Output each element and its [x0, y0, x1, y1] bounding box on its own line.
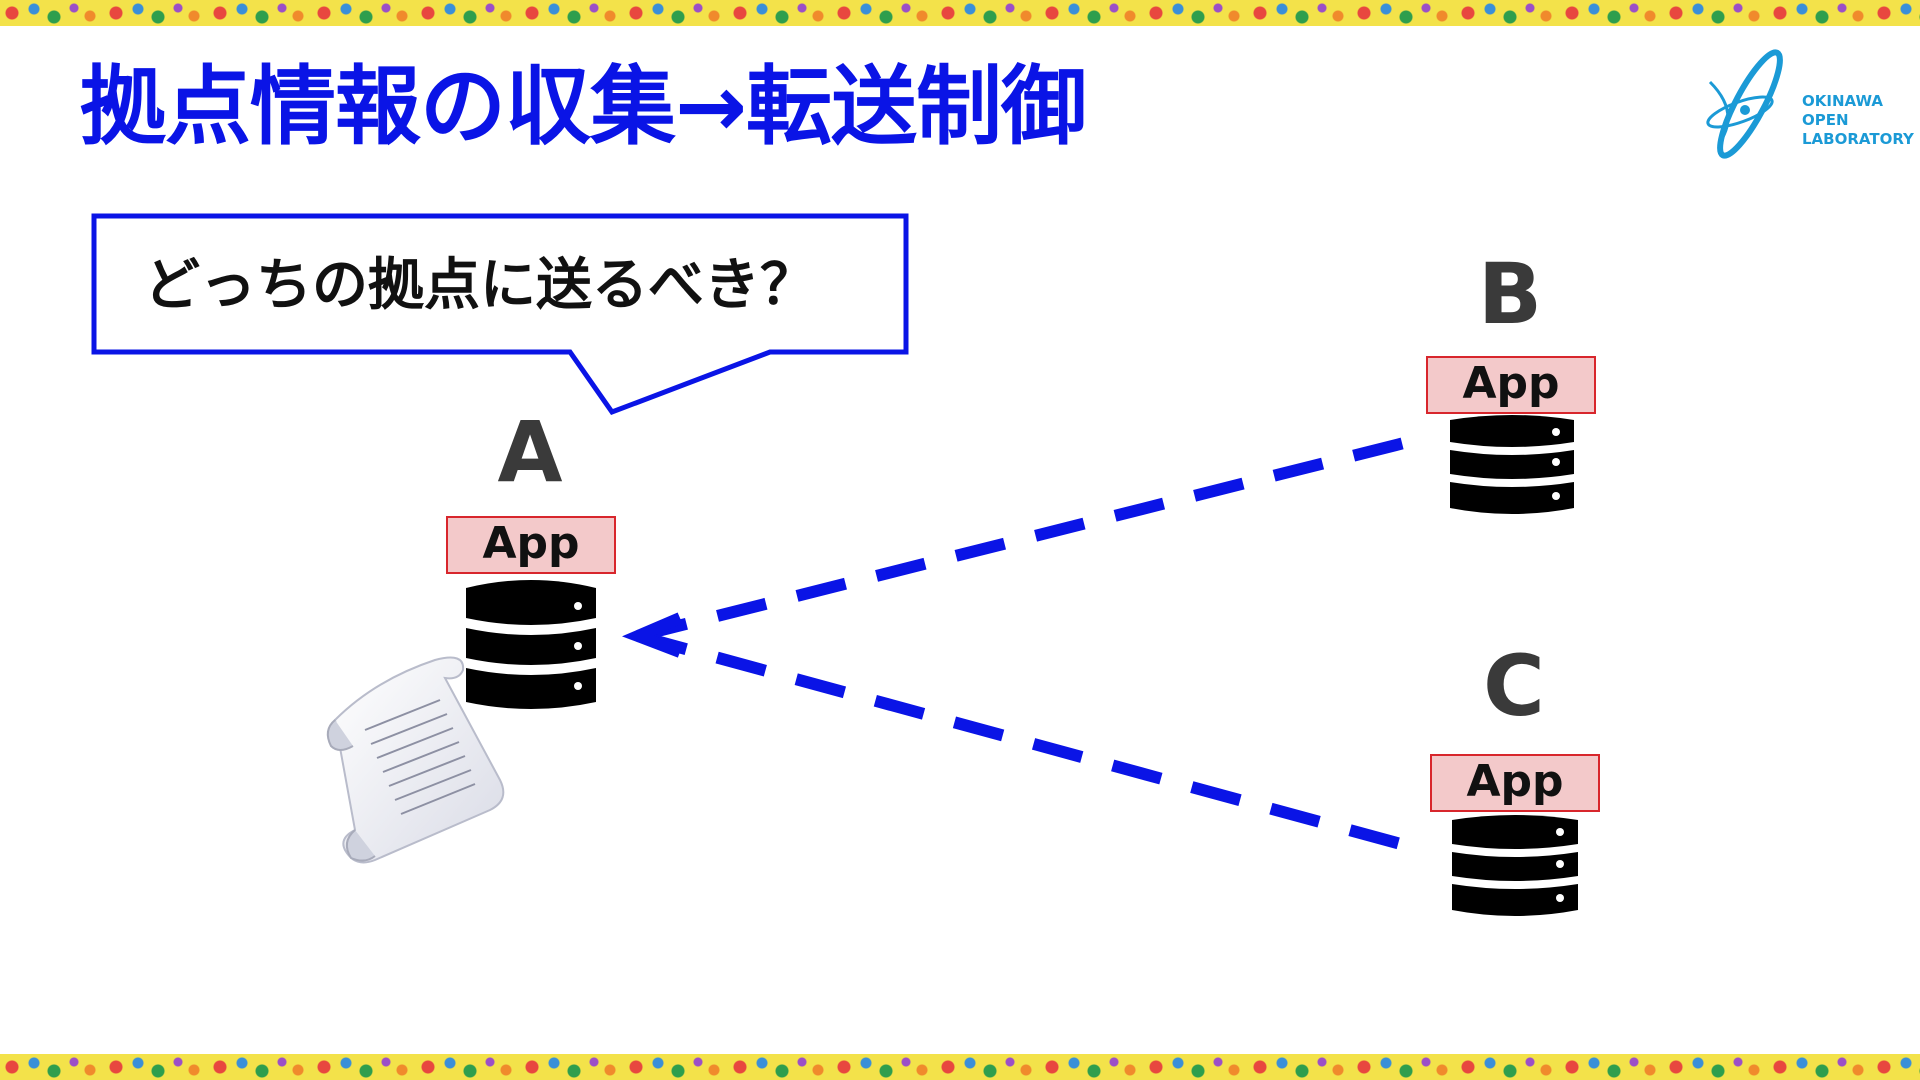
- app-box-c: App: [1430, 754, 1600, 812]
- node-a: A App: [446, 410, 626, 720]
- logo-line-1: OKINAWA: [1802, 92, 1883, 110]
- app-box-b: App: [1426, 356, 1596, 414]
- link-a-c: [636, 630, 1410, 852]
- node-c: C App: [1430, 644, 1610, 924]
- speech-bubble: [91, 213, 909, 416]
- node-label-a: A: [497, 403, 563, 501]
- logo-icon: [1706, 49, 1783, 159]
- document-scroll-icon: [326, 656, 505, 864]
- logo-line-3: LABORATORY: [1802, 130, 1914, 148]
- app-box-a: App: [446, 516, 616, 574]
- link-a-b: [636, 436, 1410, 642]
- server-icon: [1450, 415, 1574, 514]
- node-label-b: B: [1477, 245, 1543, 343]
- server-icon: [466, 580, 596, 709]
- okinawa-open-laboratory-logo: OKINAWA OPEN LABORATORY: [1700, 42, 1914, 172]
- decorative-border-top: [0, 0, 1920, 26]
- slide-title: 拠点情報の収集→転送制御: [80, 57, 1087, 157]
- logo-line-2: OPEN: [1802, 111, 1849, 129]
- node-b: B App: [1426, 252, 1606, 522]
- bubble-question: どっちの拠点に送るべき？: [144, 253, 816, 318]
- node-label-c: C: [1483, 637, 1545, 735]
- server-icon: [1452, 815, 1578, 916]
- arrow-head-icon: [622, 612, 683, 658]
- logo-text: OKINAWA OPEN LABORATORY: [1802, 92, 1914, 149]
- decorative-border-bottom: [0, 1054, 1920, 1080]
